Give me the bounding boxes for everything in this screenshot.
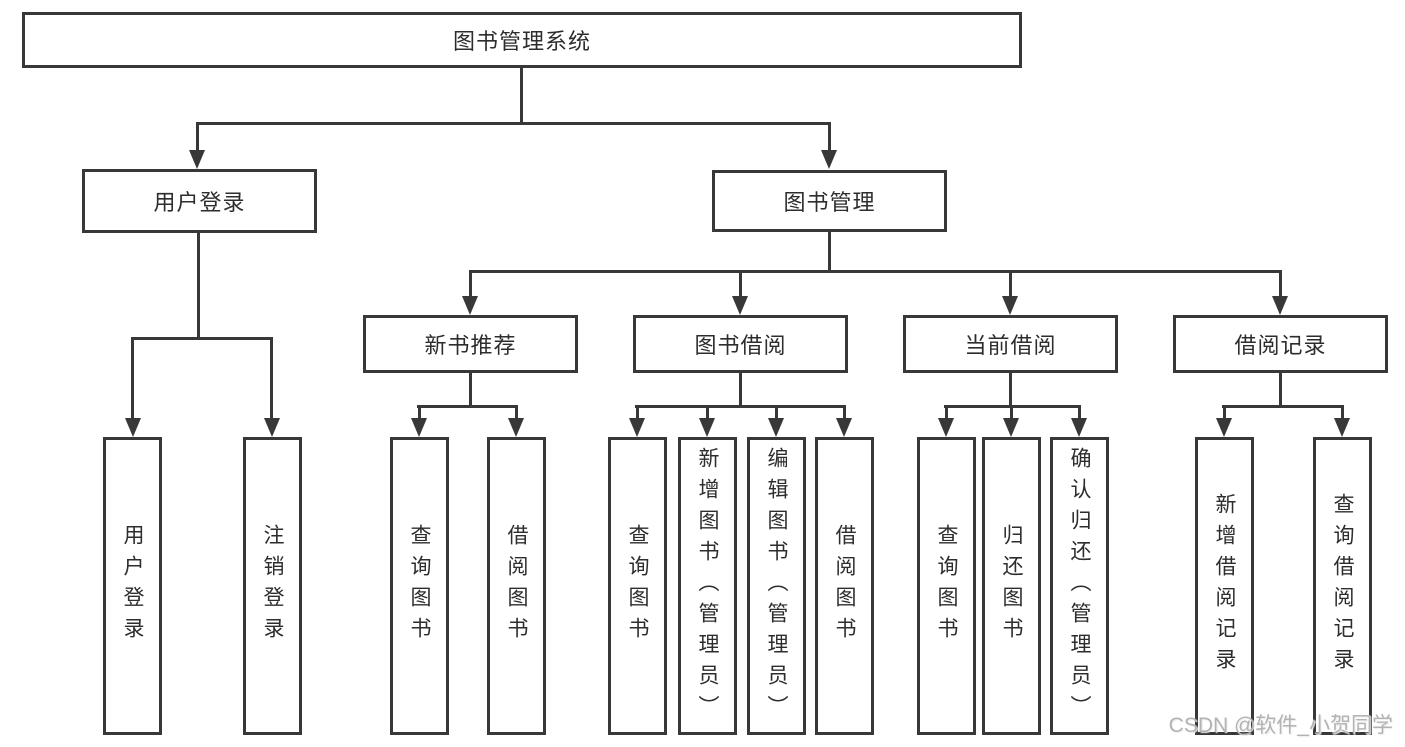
connector-level2-rail (196, 122, 831, 125)
connector-rail (417, 405, 518, 408)
connector-stem (706, 408, 709, 420)
leaf-add-book-admin: 新增图书（管理员） (678, 437, 737, 735)
leaf-query-books-current: 查询图书 (917, 437, 976, 735)
connector-stem (270, 340, 273, 420)
leaf-borrow-books-recommend: 借阅图书 (487, 437, 546, 735)
arrow-down-icon (1002, 296, 1018, 315)
arrow-down-icon (1003, 418, 1019, 437)
leaf-label: 查询图书 (408, 524, 431, 648)
leaf-add-borrow-record: 新增借阅记录 (1195, 437, 1254, 735)
arrow-down-icon (264, 418, 280, 437)
node-book-borrow: 图书借阅 (633, 315, 848, 373)
connector-stem (1010, 408, 1013, 420)
leaf-query-books-recommend: 查询图书 (390, 437, 449, 735)
arrow-down-icon (1216, 418, 1232, 437)
connector-stem (469, 273, 472, 298)
connector-stem (843, 408, 846, 420)
leaf-return-book: 归还图书 (982, 437, 1041, 735)
arrow-down-icon (1272, 296, 1288, 315)
leaf-label: 查询图书 (935, 524, 958, 648)
node-label: 用户登录 (153, 190, 246, 215)
leaf-label: 确认归还（管理员） (1068, 446, 1091, 726)
node-label: 新书推荐 (424, 333, 517, 358)
node-root-label: 图书管理系统 (452, 29, 591, 54)
connector-stem (469, 373, 472, 408)
connector-rail (131, 337, 273, 340)
connector-rail (1222, 405, 1344, 408)
arrow-down-icon (1071, 418, 1087, 437)
connector-stem (739, 373, 742, 408)
leaf-label: 注销登录 (261, 524, 284, 648)
connector-stem (828, 122, 831, 150)
connector-stem (636, 408, 639, 420)
node-new-book-recommend: 新书推荐 (363, 315, 578, 373)
leaf-label: 新增借阅记录 (1213, 493, 1236, 679)
node-user-login: 用户登录 (82, 169, 317, 233)
arrow-down-icon (938, 418, 954, 437)
connector-stem (196, 122, 199, 150)
connector-stem (1009, 373, 1012, 408)
connector-stem (515, 408, 518, 420)
connector-stem (945, 408, 948, 420)
leaf-borrow-books: 借阅图书 (815, 437, 874, 735)
connector-rail (635, 405, 846, 408)
csdn-watermark: CSDN @软件_小贺同学 (1168, 714, 1393, 737)
leaf-label: 查询借阅记录 (1331, 493, 1354, 679)
leaf-user-login: 用户登录 (103, 437, 162, 735)
arrow-down-icon (821, 150, 837, 169)
arrow-down-icon (508, 418, 524, 437)
leaf-label: 借阅图书 (505, 524, 528, 648)
arrow-down-icon (699, 418, 715, 437)
connector-stem (1078, 408, 1081, 420)
leaf-confirm-return-admin: 确认归还（管理员） (1050, 437, 1109, 735)
connector-stem (1279, 373, 1282, 408)
node-label: 借阅记录 (1234, 333, 1327, 358)
node-current-borrow: 当前借阅 (903, 315, 1118, 373)
connector-stem (131, 340, 134, 420)
arrow-down-icon (732, 296, 748, 315)
node-label: 当前借阅 (964, 333, 1057, 358)
connector-rail (944, 405, 1081, 408)
connector-stem (1341, 408, 1344, 420)
arrow-down-icon (768, 418, 784, 437)
connector-stem (775, 408, 778, 420)
node-label: 图书管理 (783, 190, 876, 215)
leaf-label: 借阅图书 (833, 524, 856, 648)
leaf-label: 查询图书 (626, 524, 649, 648)
arrow-down-icon (629, 418, 645, 437)
leaf-query-books-borrow: 查询图书 (608, 437, 667, 735)
connector-stem (828, 232, 831, 273)
node-label: 图书借阅 (694, 333, 787, 358)
leaf-logout: 注销登录 (243, 437, 302, 735)
arrow-down-icon (462, 296, 478, 315)
connector-level3-rail (469, 270, 1282, 273)
leaf-edit-book-admin: 编辑图书（管理员） (747, 437, 806, 735)
arrow-down-icon (836, 418, 852, 437)
node-borrow-records: 借阅记录 (1173, 315, 1388, 373)
connector-stem (739, 273, 742, 298)
leaf-label: 新增图书（管理员） (696, 446, 719, 726)
arrow-down-icon (125, 418, 141, 437)
connector-stem (1279, 273, 1282, 298)
connector-stem (1223, 408, 1226, 420)
leaf-query-borrow-record: 查询借阅记录 (1313, 437, 1372, 735)
arrow-down-icon (411, 418, 427, 437)
connector-stem (418, 408, 421, 420)
leaf-label: 归还图书 (1000, 524, 1023, 648)
connector-stem (197, 233, 200, 340)
arrow-down-icon (1334, 418, 1350, 437)
connector-root-stem (520, 68, 523, 125)
node-book-management: 图书管理 (712, 170, 947, 232)
leaf-label: 编辑图书（管理员） (765, 446, 788, 726)
node-root: 图书管理系统 (22, 12, 1022, 68)
leaf-label: 用户登录 (121, 524, 144, 648)
arrow-down-icon (189, 150, 205, 169)
connector-stem (1009, 273, 1012, 298)
